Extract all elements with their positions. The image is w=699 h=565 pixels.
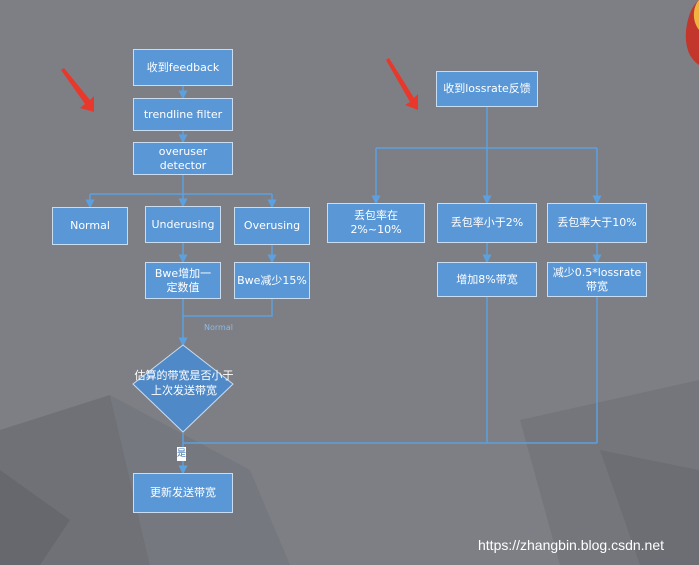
connector-line	[183, 299, 273, 317]
node-loss-gt-10: 丢包率大于10%	[547, 203, 647, 243]
bg-shape	[0, 470, 70, 565]
node-increase-8: 增加8%带宽	[437, 262, 537, 297]
node-normal: Normal	[52, 207, 128, 245]
node-receive-lossrate: 收到lossrate反馈	[436, 71, 538, 107]
node-trendline-filter: trendline filter	[133, 98, 233, 131]
node-overuser-detector: overuser detector	[133, 142, 233, 175]
corner-ornament	[693, 0, 699, 30]
decision-diamond	[132, 344, 234, 433]
node-loss-lt-2: 丢包率小于2%	[437, 203, 537, 243]
branch-label: Normal	[204, 323, 233, 332]
red-arrow-icon	[386, 58, 418, 110]
node-bwe-decrease: Bwe减少15%	[234, 262, 310, 299]
node-decision-text: 估算的带宽是否小于上次发送带宽	[134, 369, 234, 397]
watermark: https://zhangbin.blog.csdn.net	[478, 537, 665, 553]
node-underusing: Underusing	[145, 206, 221, 243]
node-update-bandwidth: 更新发送带宽	[133, 473, 233, 513]
bg-shape	[600, 450, 699, 565]
yes-label: 是	[177, 447, 187, 461]
node-loss-2-10: 丢包率在2%~10%	[327, 203, 425, 243]
red-arrow-icon	[61, 68, 94, 112]
node-decrease-lossrate: 减少0.5*lossrate带宽	[547, 262, 647, 297]
node-receive-feedback: 收到feedback	[133, 49, 233, 86]
node-overusing: Overusing	[234, 207, 310, 245]
node-bwe-increase: Bwe增加一定数值	[145, 262, 221, 299]
